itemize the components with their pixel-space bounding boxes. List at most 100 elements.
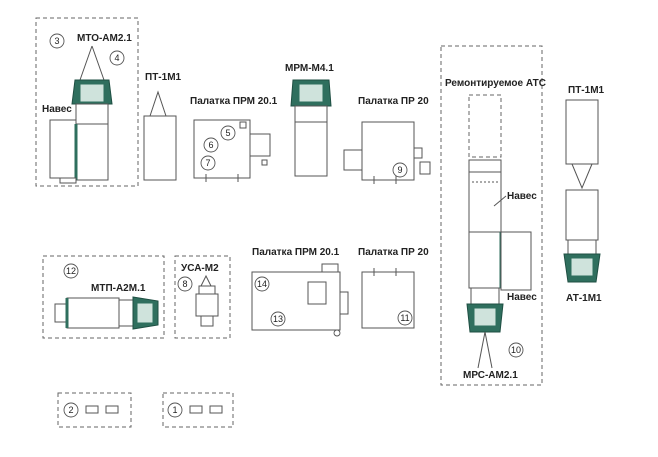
mrm-label: МРМ-М4.1	[285, 63, 334, 74]
at-cab-window	[570, 257, 594, 277]
mrs-pointer-left	[477, 331, 486, 369]
marker-8-label: 8	[182, 279, 187, 289]
marker-1-label: 1	[172, 405, 177, 415]
marker-11	[397, 310, 413, 326]
prm-top-label: Палатка ПРМ 20.1	[190, 96, 278, 107]
mto-step	[59, 177, 77, 184]
tent-prm-top: Палатка ПРМ 20.1 5 6 7	[190, 96, 278, 182]
vehicle-mrm: МРМ-М4.1	[285, 63, 334, 177]
marker-14	[254, 276, 270, 292]
marker-14-label: 14	[257, 279, 267, 289]
prm-top-box2	[261, 159, 268, 166]
group-mtp-frame	[42, 255, 165, 339]
group-1-item-a	[189, 405, 203, 414]
mto-label: МТО-АМ2.1	[77, 33, 132, 44]
pr-top-box2	[419, 161, 431, 175]
group-2: 2	[57, 392, 132, 428]
mrs-label: МРС-АМ2.1	[463, 370, 518, 381]
pt-left-label: ПТ-1М1	[145, 72, 182, 83]
marker-13-label: 13	[273, 314, 283, 324]
marker-12-label: 12	[66, 266, 76, 276]
mrm-body	[294, 121, 328, 177]
marker-6	[203, 137, 219, 153]
marker-7	[200, 155, 216, 171]
marker-4-label: 4	[114, 53, 119, 63]
pr-top-annex	[343, 149, 363, 171]
mrs-cab-window	[473, 307, 497, 327]
prm-bottom-wheel	[333, 329, 341, 337]
naves-left-canopy	[49, 119, 77, 179]
marker-5	[220, 125, 236, 141]
naves-low-label: Навес	[507, 292, 537, 303]
mto-pointer-right	[91, 45, 105, 81]
pt-right-at: ПТ-1М1 АТ-1М1	[563, 85, 605, 304]
group-1: 1	[162, 392, 234, 428]
naves-mid-label: Навес	[507, 191, 537, 202]
group-mto-frame	[35, 17, 139, 187]
naves-low-canopy	[500, 231, 532, 291]
prm-bottom-top-box	[321, 263, 339, 273]
marker-3	[49, 33, 65, 49]
remont-label: Ремонтируемое АТС	[445, 78, 546, 89]
usa-base	[200, 315, 214, 327]
marker-9-label: 9	[397, 165, 402, 175]
marker-9	[392, 162, 408, 178]
pr-bottom-label: Палатка ПР 20	[358, 247, 429, 258]
group-2-item-a	[85, 405, 99, 414]
mrm-hood	[294, 105, 328, 123]
usa-top	[198, 285, 216, 295]
prm-bottom-annex	[307, 281, 327, 305]
marker-11-label: 11	[400, 313, 409, 323]
tent-prm-bottom: Палатка ПРМ 20.1 14 13	[251, 247, 349, 337]
mto-cab-window	[79, 83, 105, 103]
marker-2-label: 2	[68, 405, 73, 415]
mtp-cab-window	[136, 302, 154, 324]
marker-13	[270, 311, 286, 327]
pt-right-trailer	[565, 99, 599, 165]
marker-5-label: 5	[225, 128, 230, 138]
usa-body	[195, 293, 219, 317]
mrs-pointer-right	[484, 331, 493, 369]
group-mrs: Ремонтируемое АТС Навес Навес 10 МРС-АМ2…	[440, 45, 546, 386]
mtp-body	[66, 297, 120, 329]
group-1-item-b	[209, 405, 223, 414]
prm-bottom-side	[339, 291, 349, 315]
marker-10-label: 10	[511, 345, 521, 355]
group-mto: 3 МТО-АМ2.1 4 Навес	[35, 17, 139, 187]
at-hood	[567, 239, 597, 255]
remont-vehicle	[468, 94, 502, 158]
group-2-frame	[57, 392, 132, 428]
repair-bay-top	[468, 159, 502, 173]
at-body	[565, 189, 599, 241]
usa-drawbar	[200, 274, 212, 287]
tent-pr-bottom: Палатка ПР 20 11	[358, 247, 429, 329]
prm-top-annex	[249, 133, 271, 157]
mtp-hood	[118, 299, 134, 327]
pt-left: ПТ-1М1	[143, 72, 182, 181]
marker-2	[63, 402, 79, 418]
group-2-item-b	[105, 405, 119, 414]
mto-hood	[75, 103, 109, 125]
group-usa-frame	[174, 255, 231, 339]
naves-left-label: Навес	[42, 104, 72, 115]
mrs-hood	[470, 287, 500, 305]
marker-12	[63, 263, 79, 279]
pt-right-label: ПТ-1М1	[568, 85, 605, 96]
tent-pr-top: Палатка ПР 20 9	[343, 96, 431, 184]
marker-1	[167, 402, 183, 418]
mto-pointer-left	[79, 45, 93, 81]
mtp-tail	[54, 303, 68, 323]
pt-right-drawbar	[571, 163, 593, 190]
marker-10	[508, 342, 524, 358]
pr-top-box	[413, 147, 423, 159]
marker-3-label: 3	[54, 36, 59, 46]
prm-top-box	[239, 121, 247, 129]
group-1-frame	[162, 392, 234, 428]
mrs-lower-body	[468, 231, 502, 289]
group-mtp: 12 МТП-А2М.1	[42, 255, 165, 339]
usa-label: УСА-М2	[181, 263, 219, 274]
prm-bottom-label: Палатка ПРМ 20.1	[252, 247, 340, 258]
group-mrs-frame	[440, 45, 543, 386]
pr-top-label: Палатка ПР 20	[358, 96, 429, 107]
